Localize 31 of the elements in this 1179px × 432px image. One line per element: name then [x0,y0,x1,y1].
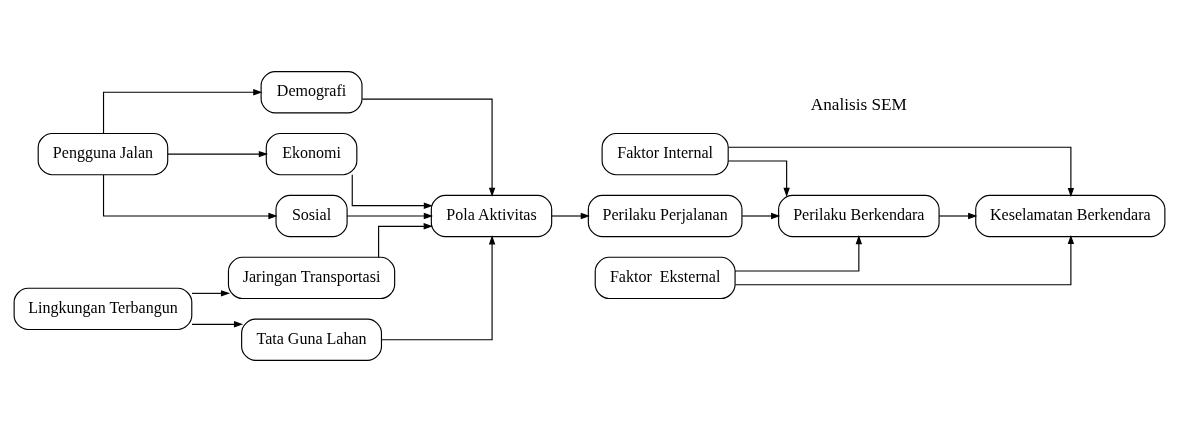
node-box: Faktor Internal [601,132,729,176]
arrow [741,212,781,220]
arrow [191,290,231,297]
arrow [351,174,433,209]
arrow [727,146,1075,198]
arrow [361,98,496,197]
arrow [346,212,433,220]
node-box: Pengguna Jalan [37,132,169,176]
node-box: Keselamatan Berkendara [975,194,1166,238]
arrow [734,235,863,272]
node-box: Ekonomi [265,132,358,176]
arrow [551,212,590,220]
arrow [167,150,268,158]
arrow [191,321,244,328]
node-box: Faktor Eksternal [594,256,736,300]
node-box: Tata Guna Lahan [241,318,383,361]
node-box: Demografi [260,71,363,114]
arrow [734,234,1075,286]
arrow [938,212,978,220]
arrow [727,160,790,197]
node-box: Pola Aktivitas [430,194,553,238]
node-box: Jaringan Transportasi [227,256,396,300]
arrow [378,223,433,258]
arrow [102,174,278,220]
node-box: Perilaku Perjalanan [587,194,743,238]
arrow [102,89,263,134]
node-box: Lingkungan Terbangun [13,287,193,331]
label: Analisis SEM [810,94,907,114]
arrow [381,235,496,341]
node-box: Sosial [275,194,348,238]
node-box: Perilaku Berkendara [778,194,940,238]
